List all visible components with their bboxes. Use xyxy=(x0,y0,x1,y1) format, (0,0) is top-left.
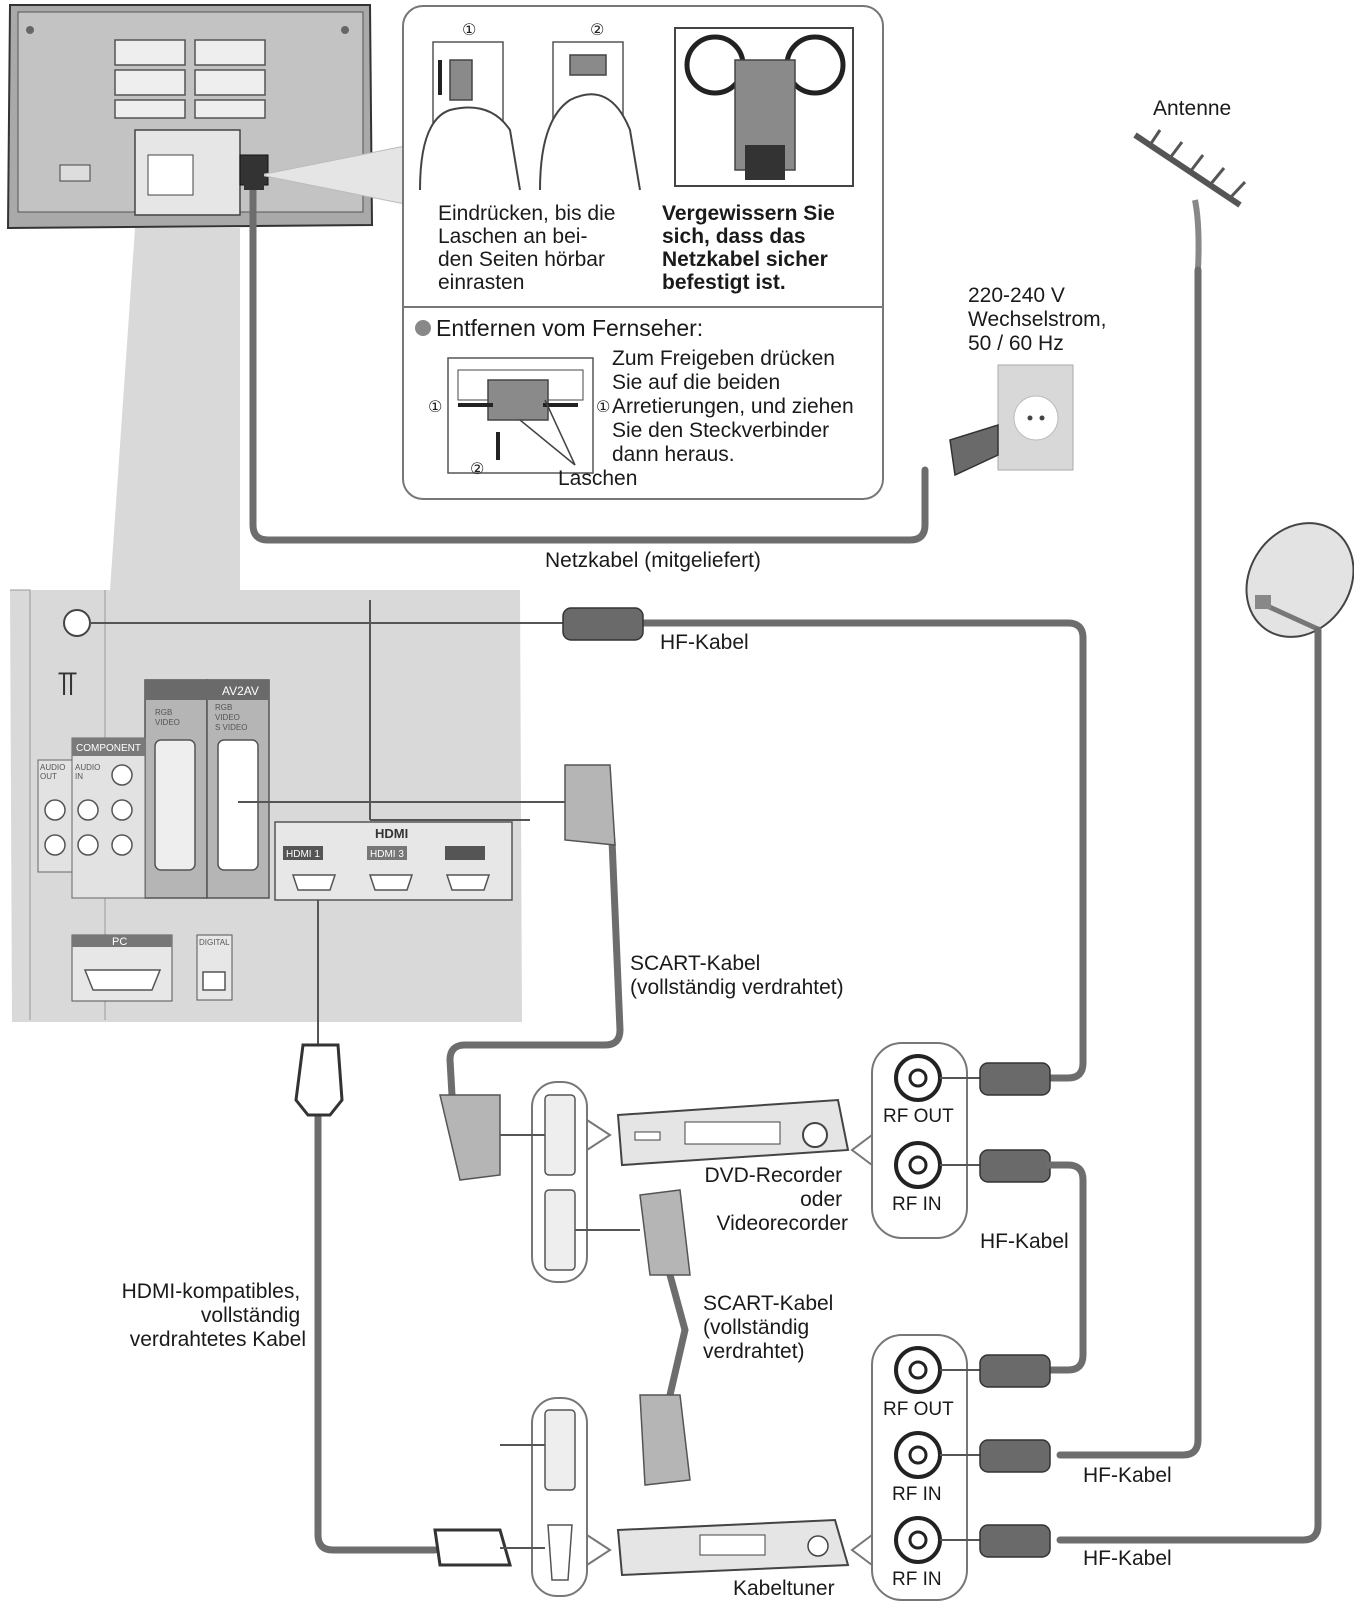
power-spec: 220-240 V Wechselstrom, 50 / 60 Hz xyxy=(968,284,1112,355)
dvd-recorder xyxy=(531,1081,850,1283)
pc-label: PC xyxy=(112,936,127,948)
step-1-number: ① xyxy=(462,20,476,39)
power-cable xyxy=(249,181,929,544)
secure-instruction: Vergewissern Sie sich, dass das Netzkabe… xyxy=(662,202,841,294)
hf-cable-1 xyxy=(636,619,1087,1082)
svg-text:HDMI 3: HDMI 3 xyxy=(370,849,404,860)
svg-text:OUT: OUT xyxy=(40,772,57,781)
netzkabel-label: Netzkabel (mitgeliefert) xyxy=(545,549,761,572)
svg-text:IN: IN xyxy=(75,772,83,781)
scart-kabel-2-label: SCART-Kabel (vollständig verdrahtet) xyxy=(703,1292,839,1363)
svg-text:①: ① xyxy=(596,397,610,416)
antenna-symbol-icon: ⫪ xyxy=(58,664,77,704)
hand-icon xyxy=(419,106,521,191)
svg-text:VIDEO: VIDEO xyxy=(155,718,180,727)
vga-socket xyxy=(83,969,162,991)
svg-text:①: ① xyxy=(428,397,442,416)
scart-plug-dvd xyxy=(439,1094,501,1181)
svg-text:RF IN: RF IN xyxy=(892,1194,942,1215)
optical-socket xyxy=(202,971,226,991)
bullet-icon xyxy=(415,320,431,336)
svg-text:RF OUT: RF OUT xyxy=(883,1106,954,1127)
hdmi1-label: HDMI 1 xyxy=(286,849,320,860)
rf-plug-tv xyxy=(562,607,644,641)
hdmi-plug-tv xyxy=(294,1043,344,1117)
hdmi-cable xyxy=(314,1111,439,1554)
tuner-rf-box: RF OUT RF IN RF IN xyxy=(850,1334,968,1601)
remove-title: Entfernen vom Fernseher: xyxy=(436,315,703,341)
svg-text:RGB: RGB xyxy=(155,708,172,717)
remove-instruction: Zum Freigeben drücken Sie auf die beiden… xyxy=(612,347,860,466)
svg-text:DIGITAL: DIGITAL xyxy=(199,938,230,947)
scart-socket-dvd-2 xyxy=(544,1189,576,1271)
hdmi-label: HDMI xyxy=(375,826,408,841)
scart-kabel-1-label: SCART-Kabel (vollständig verdrahtet) xyxy=(630,952,844,999)
scart-cable-1 xyxy=(446,836,624,1099)
svg-text:S VIDEO: S VIDEO xyxy=(215,723,247,732)
laschen-label: Laschen xyxy=(558,467,637,490)
scart-plug-tv xyxy=(564,764,616,846)
hf-kabel-3-label: HF-Kabel xyxy=(1083,1464,1172,1487)
scart-socket-dvd-1 xyxy=(544,1094,576,1176)
hf-kabel-4-label: HF-Kabel xyxy=(1083,1547,1172,1570)
satellite-cable xyxy=(1056,626,1322,1544)
rf-input-socket xyxy=(63,609,91,637)
scart-socket-tuner xyxy=(544,1409,576,1491)
instruction-box: ① ② Eindrücken, bis die Laschen an bei- … xyxy=(402,5,884,500)
step-2-number: ② xyxy=(590,20,604,39)
tv-rear-view xyxy=(6,4,374,230)
component-label: COMPONENT xyxy=(76,743,141,754)
svg-text:RF IN: RF IN xyxy=(892,1569,942,1590)
antenna-icon xyxy=(1133,129,1247,271)
svg-text:②: ② xyxy=(470,459,484,478)
scart-cable-2 xyxy=(666,1271,689,1399)
kabeltuner-label: Kabeltuner xyxy=(733,1577,835,1600)
hdmi-plug-tuner xyxy=(433,1528,512,1567)
antenne-label: Antenne xyxy=(1153,97,1231,120)
zoom-funnel xyxy=(110,228,240,590)
svg-text:VIDEO: VIDEO xyxy=(215,713,240,722)
power-plug-wall xyxy=(949,423,999,477)
hdmi-socket-tuner xyxy=(547,1524,573,1581)
av2-label: AV2AV xyxy=(222,684,259,698)
hdmi1-socket xyxy=(291,874,337,891)
hf-kabel-1-label: HF-Kabel xyxy=(660,631,749,654)
svg-text:AUDIO: AUDIO xyxy=(40,763,65,772)
cable-tuner xyxy=(531,1397,850,1597)
svg-text:RF OUT: RF OUT xyxy=(883,1399,954,1420)
hand-icon-2 xyxy=(539,93,641,191)
wall-socket xyxy=(997,364,1074,471)
scart-plug-dvd-2 xyxy=(639,1189,691,1276)
svg-text:RGB: RGB xyxy=(215,703,232,712)
dvd-recorder-label: DVD-Recorder oder Videorecorder xyxy=(704,1164,848,1235)
hf-cable-2 xyxy=(1044,1161,1087,1374)
svg-text:AUDIO: AUDIO xyxy=(75,763,100,772)
scart-socket-av2 xyxy=(217,739,259,871)
scart-plug-tuner xyxy=(639,1394,691,1486)
satellite-dish-icon xyxy=(1245,522,1354,638)
hdmi-kabel-label: HDMI-kompatibles, vollständig verdrahtet… xyxy=(122,1280,306,1351)
dvd-rf-box: RF OUT RF IN xyxy=(850,1042,968,1239)
tv-connector-panel: ⫪ AV2AV RGB VIDEO RGB VIDEO S VIDEO COMP… xyxy=(10,589,522,1022)
hf-kabel-2-label: HF-Kabel xyxy=(980,1230,1069,1253)
press-instruction: Eindrücken, bis die Laschen an bei- den … xyxy=(438,202,621,294)
scart-socket-av1 xyxy=(154,739,196,871)
power-plug-tv xyxy=(244,160,264,190)
svg-text:RF IN: RF IN xyxy=(892,1484,942,1505)
antenna-cable xyxy=(1056,266,1202,1459)
